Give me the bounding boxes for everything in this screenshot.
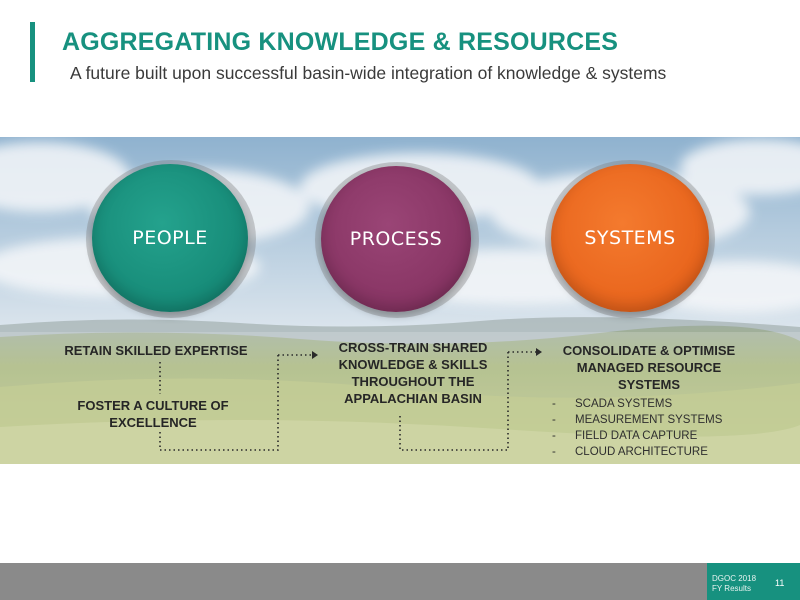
cross-line-4: APPALACHIAN BASIN: [344, 391, 482, 406]
cross-line-2: KNOWLEDGE & SKILLS: [338, 357, 488, 372]
list-dash: -: [552, 398, 556, 410]
list-dash: -: [552, 446, 556, 458]
footer-line-1: DGOC 2018: [712, 574, 757, 583]
list-dash: -: [552, 414, 556, 426]
consolidate-label: CONSOLIDATE & OPTIMISE MANAGED RESOURCE …: [540, 342, 758, 393]
list-item: - FIELD DATA CAPTURE: [552, 428, 722, 444]
list-item-text: MEASUREMENT SYSTEMS: [575, 414, 723, 426]
cross-train-label: CROSS-TRAIN SHARED KNOWLEDGE & SKILLS TH…: [318, 339, 508, 407]
page-number: 11: [775, 578, 785, 588]
consolidate-line-2: MANAGED RESOURCE: [576, 360, 722, 375]
cross-line-3: THROUGHOUT THE: [351, 374, 475, 389]
list-item: - CLOUD ARCHITECTURE: [552, 444, 722, 460]
list-item-text: CLOUD ARCHITECTURE: [575, 446, 708, 458]
title-accent-bar: [30, 22, 35, 82]
foster-culture-label: FOSTER A CULTURE OF EXCELLENCE: [48, 397, 258, 431]
footer-line-2: FY Results: [712, 584, 751, 593]
footer-bar: [0, 563, 800, 600]
people-circle: PEOPLE: [92, 164, 248, 312]
footer-brand-box: [707, 563, 800, 600]
cross-line-1: CROSS-TRAIN SHARED: [338, 340, 488, 355]
list-item: - MEASUREMENT SYSTEMS: [552, 412, 722, 428]
slide-title: AGGREGATING KNOWLEDGE & RESOURCES: [62, 28, 619, 56]
foster-line-2: EXCELLENCE: [109, 415, 197, 430]
slide-subtitle: A future built upon successful basin-wid…: [70, 63, 667, 83]
list-item: - SCADA SYSTEMS: [552, 396, 722, 412]
systems-circle: SYSTEMS: [551, 164, 709, 312]
process-circle: PROCESS: [321, 166, 471, 312]
consolidate-line-1: CONSOLIDATE & OPTIMISE: [562, 343, 736, 358]
foster-line-1: FOSTER A CULTURE OF: [77, 398, 229, 413]
retain-expertise-label: RETAIN SKILLED EXPERTISE: [64, 343, 248, 358]
footer-caption: DGOC 2018 FY Results: [712, 574, 756, 594]
consolidate-line-3: SYSTEMS: [617, 377, 681, 392]
list-item-text: SCADA SYSTEMS: [575, 398, 673, 410]
list-item-text: FIELD DATA CAPTURE: [575, 430, 698, 442]
systems-list: - SCADA SYSTEMS - MEASUREMENT SYSTEMS - FIE…: [552, 396, 722, 460]
list-dash: -: [552, 430, 556, 442]
